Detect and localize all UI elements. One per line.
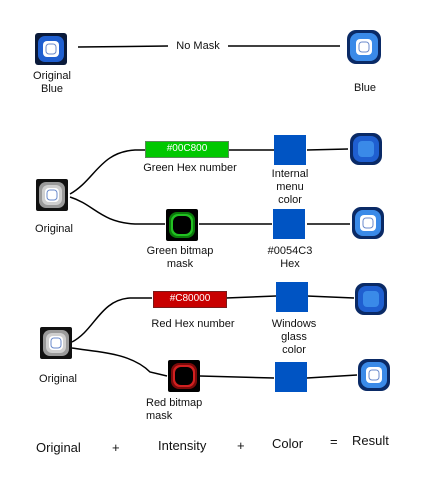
original-blue-icon [35, 33, 67, 65]
green-bitmap-mask-label: Green bitmap mask [146, 245, 214, 270]
equation-plus-2: + [237, 438, 245, 453]
result-blue-icon [347, 30, 381, 64]
result-blue-label: Blue [353, 82, 377, 94]
red-hex-label: Red Hex number [151, 318, 235, 330]
windows-glass-color-swatch-2 [275, 362, 307, 392]
original-gray-icon [36, 179, 68, 211]
equation-equals: = [330, 434, 338, 449]
result-icon-row3b [358, 359, 390, 391]
internal-menu-color-swatch [274, 135, 306, 165]
windows-glass-color-label: Windows glass color [271, 318, 317, 356]
hex-color-label: #0054C3 Hex [267, 245, 313, 270]
green-hex-label: Green Hex number [143, 162, 237, 174]
equation-original: Original [36, 440, 81, 455]
result-icon-row2b [352, 207, 384, 239]
hex-color-swatch [273, 209, 305, 239]
red-hex-swatch: #C80000 [153, 291, 227, 308]
result-icon-row3a [355, 283, 387, 315]
equation-intensity: Intensity [158, 438, 207, 453]
equation-plus-1: + [112, 440, 120, 455]
green-bitmap-mask-icon [166, 209, 198, 241]
original-blue-label: Original Blue [33, 70, 71, 95]
result-icon-row2a [350, 133, 382, 165]
equation-color: Color [272, 436, 304, 451]
original-gray-icon-row3 [40, 327, 72, 359]
green-hex-swatch: #00C800 [145, 141, 229, 158]
red-bitmap-mask-label: Red bitmap mask [146, 397, 203, 422]
internal-menu-color-label: Internal menu color [271, 168, 309, 206]
equation-result: Result [352, 433, 389, 448]
windows-glass-color-swatch [276, 282, 308, 312]
original-label-row2: Original [35, 223, 73, 235]
original-label-row3: Original [39, 373, 77, 385]
no-mask-label: No Mask [176, 40, 220, 52]
red-bitmap-mask-icon [168, 360, 200, 392]
